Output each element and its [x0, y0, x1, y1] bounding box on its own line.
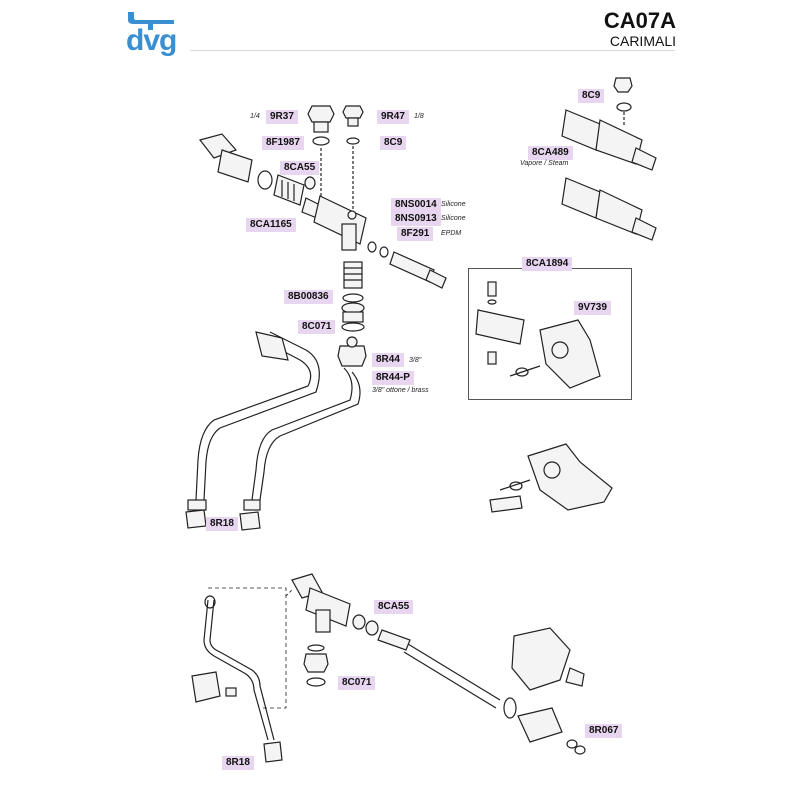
steam-note: Vapore / Steam: [520, 160, 569, 167]
size-note-3-8: 3/8": [409, 357, 422, 364]
header-divider: [190, 50, 675, 51]
part-label-8c071: 8C071: [298, 320, 336, 334]
part-label-8r44: 8R44: [372, 353, 404, 367]
part-label-8c9: 8C9: [380, 136, 407, 150]
brand-logo-text: dvg: [126, 24, 177, 57]
part-label-8c9-right: 8C9: [578, 89, 605, 103]
small-pipe-assembly: [191, 595, 283, 763]
part-label-8ns0913: 8NS0913: [391, 212, 441, 226]
material-note-epdm: EPDM: [441, 230, 462, 237]
plug-9r47: [342, 105, 364, 145]
spring-stack: [337, 261, 367, 367]
size-note-1-8: 1/8: [414, 113, 424, 120]
steam-valve-stem: [377, 627, 586, 755]
material-note-silicone-1: Silicone: [441, 201, 466, 208]
part-label-9v739: 9V739: [574, 301, 611, 315]
part-label-8ca55: 8CA55: [280, 161, 320, 175]
lever-assembly: [489, 443, 613, 513]
part-label-8ca55-bottom: 8CA55: [374, 600, 414, 614]
part-label-8c071-bottom: 8C071: [338, 676, 376, 690]
part-label-8r067: 8R067: [585, 724, 623, 738]
part-label-8r18: 8R18: [206, 517, 238, 531]
valve-body: [198, 133, 447, 289]
part-label-8r44-p: 8R44-P: [372, 371, 414, 385]
kit-frame: [468, 268, 632, 400]
part-label-8ca1165: 8CA1165: [246, 218, 296, 232]
part-label-8ns0014: 8NS0014: [391, 198, 441, 212]
kit-8ca1894: [475, 281, 601, 389]
material-note-brass: 3/8" ottone / brass: [372, 387, 429, 394]
valve-variant: [561, 177, 657, 241]
part-label-8ca489: 8CA489: [528, 146, 573, 160]
size-note-1-4: 1/4: [250, 113, 260, 120]
plug-9r37: [307, 105, 335, 146]
part-label-9r37: 9R37: [266, 110, 298, 124]
part-label-9r47: 9R47: [377, 110, 409, 124]
part-label-8f291: 8F291: [397, 227, 434, 241]
material-note-silicone-2: Silicone: [441, 215, 466, 222]
part-label-8b00836: 8B00836: [284, 290, 333, 304]
pipe-assembly: [195, 331, 361, 501]
dvg-logo: [124, 10, 194, 60]
valve-8ca489: [561, 77, 657, 171]
manufacturer-name: CARIMALI: [609, 33, 676, 49]
part-label-8ca1894: 8CA1894: [522, 257, 573, 271]
part-label-8r18-bottom: 8R18: [222, 756, 254, 770]
page-title: CA07A: [603, 8, 676, 33]
nuts-8r18: [185, 499, 261, 531]
steam-valve-body: [291, 573, 379, 687]
part-label-8f1987: 8F1987: [262, 136, 304, 150]
